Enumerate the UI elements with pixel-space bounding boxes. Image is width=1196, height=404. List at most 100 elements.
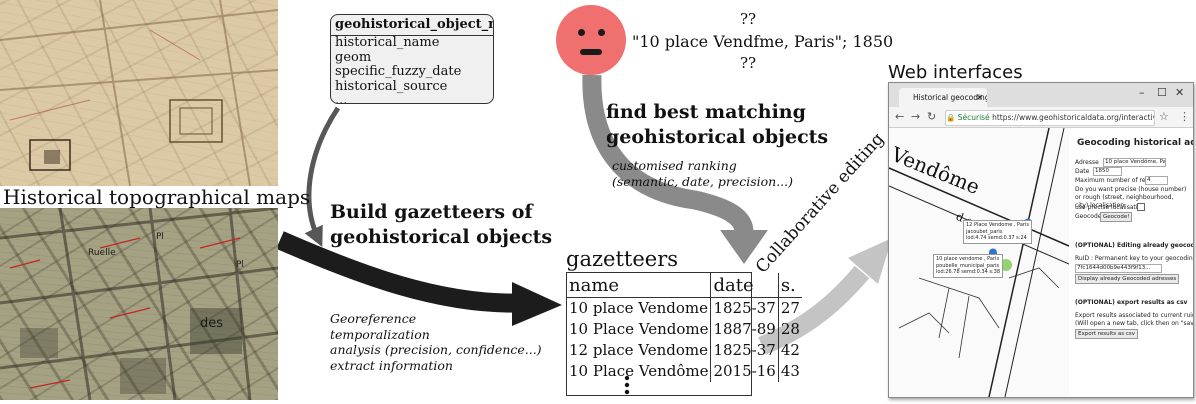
build-sub-line: Georeference [330,311,417,326]
table-cell: 10 Place Vendome [567,319,712,340]
matching-title-line: find best matching [606,101,806,123]
export-text-2: (Will open a new tab, click then on "sav… [1075,320,1194,327]
matching-title-line: geohistorical objects [606,126,829,148]
export-csv-button[interactable]: Export results as csv [1075,329,1139,339]
build-step-title: Build gazetteers of geohistorical object… [330,200,552,250]
max-results-label: Maximum number of results [1075,177,1160,184]
table-cell: 10 Place Vendôme [567,361,712,382]
result-popup[interactable]: 12 Place Vendome , Paris jacoubet_paris … [963,220,1032,244]
object-model-title: geohistorical_object_model [331,15,493,36]
build-arrow-head [512,282,562,326]
build-sub-line: analysis (precision, confidence...) [330,342,542,357]
eye-icon [578,29,585,36]
build-title-line: Build gazetteers of [330,201,533,223]
star-icon[interactable]: ☆ [1159,110,1169,123]
map-sheet-label: des [200,316,224,331]
matching-sub-line: customised ranking [612,158,737,173]
historical-map-top [0,0,279,187]
table-row: 10 place Vendome 1825-37 27 [567,297,802,319]
gazetteer-header-row: name date s. [567,273,802,298]
query-text: "10 place Vendfme, Paris"; 1850 [632,32,894,51]
tab-title: Historical geocoding, vis [913,93,987,102]
max-results-input[interactable]: 4 [1145,176,1168,185]
column-header: date [710,273,779,298]
matching-sub-line: (semantic, date, precision...) [612,173,793,189]
menu-icon[interactable]: ⋮ [1179,110,1190,123]
build-title-line: geohistorical objects [330,226,553,248]
popup-line: 10 place vendome , Paris [936,256,1000,262]
precise-localisation-label: use precise localisation [1075,204,1145,211]
table-cell: 12 place Vendome [567,340,712,361]
maps-caption: Historical topographical maps [3,185,311,209]
web-interfaces-title: Web interfaces [888,62,1023,83]
object-model-box: geohistorical_object_model historical_na… [330,14,494,104]
matching-step-subtitle: customised ranking (semantic, date, prec… [612,158,793,189]
match-arrow-head [720,230,768,264]
date-label: Date [1075,168,1090,175]
table-cell: 28 [780,320,800,338]
query-qmark-bottom: ?? [740,54,757,72]
table-cell: 1825-37 [710,297,779,319]
edit-section-title: (OPTIONAL) Editing already geocoded adre… [1075,242,1193,249]
result-popup[interactable]: 10 place vendome , Paris poubelle_munici… [933,254,1003,278]
geocoder-label: Geocoder [1075,213,1104,220]
secure-label: Sécurisé [957,113,990,122]
geocode-button[interactable]: Geocode! [1100,212,1133,222]
build-arrow-body [276,231,521,313]
eye-icon [598,29,605,36]
back-icon[interactable]: ← [895,110,905,123]
build-sub-line: temporalization [330,326,430,342]
minimize-icon[interactable]: – [1139,86,1145,99]
page-content: Vendôme d o m 12 Place Vendome , Paris j… [889,127,1193,397]
table-row: 10 Place Vendôme 2015-16 43 [567,361,802,382]
mouth-icon [580,49,602,55]
tab-close-icon[interactable]: ✕ [976,93,983,102]
map-top-drawing [0,0,279,187]
url-text: https://www.geohistoricaldata.org/intera… [992,113,1154,122]
display-geocoded-button[interactable]: Display already Geocoded adresses [1075,274,1180,284]
table-cell: 43 [780,362,800,380]
more-rows-ellipsis-icon [624,375,630,395]
adresse-input[interactable]: 10 place Vendôme, Paris [1103,158,1166,167]
model-field: specific_fuzzy_date [335,64,462,79]
gazetteer-grid: name date s. 10 place Vendome 1825-37 27… [567,273,802,382]
date-input[interactable]: 1850 [1093,167,1122,176]
window-close-icon[interactable]: ✕ [1175,86,1185,99]
precise-localisation-checkbox[interactable] [1137,203,1145,211]
model-link-arrow [304,106,341,248]
forward-icon[interactable]: → [911,110,921,123]
lock-icon: 🔒 [946,113,956,122]
historical-map-bottom: des Ruelle Pl Pl [0,206,279,401]
user-face-icon [556,5,626,75]
adresse-label: Adresse [1075,159,1099,166]
reload-icon[interactable]: ↻ [927,110,937,123]
table-row: 12 place Vendome 1825-37 42 [567,340,802,361]
matching-step-title: find best matching geohistorical objects [606,100,828,150]
gazetteer-table: name date s. 10 place Vendome 1825-37 27… [566,272,802,396]
query-qmark-top: ?? [740,10,757,28]
map-sheet-label: Ruelle [88,248,116,258]
map-sheet-label: Pl [156,232,164,242]
model-field: geom [335,49,372,65]
browser-tab[interactable]: Historical geocoding, vis ✕ [899,88,987,107]
build-sub-line: extract information [330,357,453,373]
historical-map-view[interactable]: Vendôme d o m 12 Place Vendome , Paris j… [889,127,1070,397]
precision-question: Do you want precise (house number) or ro… [1075,186,1187,209]
table-cell: 1887-89 [710,319,779,340]
browser-tab-bar: Historical geocoding, vis ✕ – ☐ ✕ [889,83,1193,107]
ruid-input[interactable]: 7fc1644d00b9e443f9f13... [1075,264,1162,273]
table-row: 10 Place Vendome 1887-89 28 [567,319,802,340]
gazetteers-label: gazetteers [566,247,679,271]
column-header: s. [778,273,802,298]
model-field: ... [335,93,348,104]
maximize-icon[interactable]: ☐ [1157,86,1167,99]
table-cell: 27 [780,299,800,317]
url-field[interactable]: 🔒 Sécurisé https://www.geohistoricaldata… [945,110,1155,126]
popup-line: 12 Place Vendome , Paris [966,222,1029,228]
popup-line: lod:26.78 semd:0.34 s:38 [936,269,1000,275]
map-bottom-drawing [0,206,279,401]
browser-window: Historical geocoding, vis ✕ – ☐ ✕ ← → ↻ … [888,82,1194,398]
geocoding-panel: Geocoding historical adresses Adresse 10… [1069,128,1193,397]
popup-line: poubelle_municipal_paris [936,262,1000,269]
match-arrow-body [582,74,754,234]
